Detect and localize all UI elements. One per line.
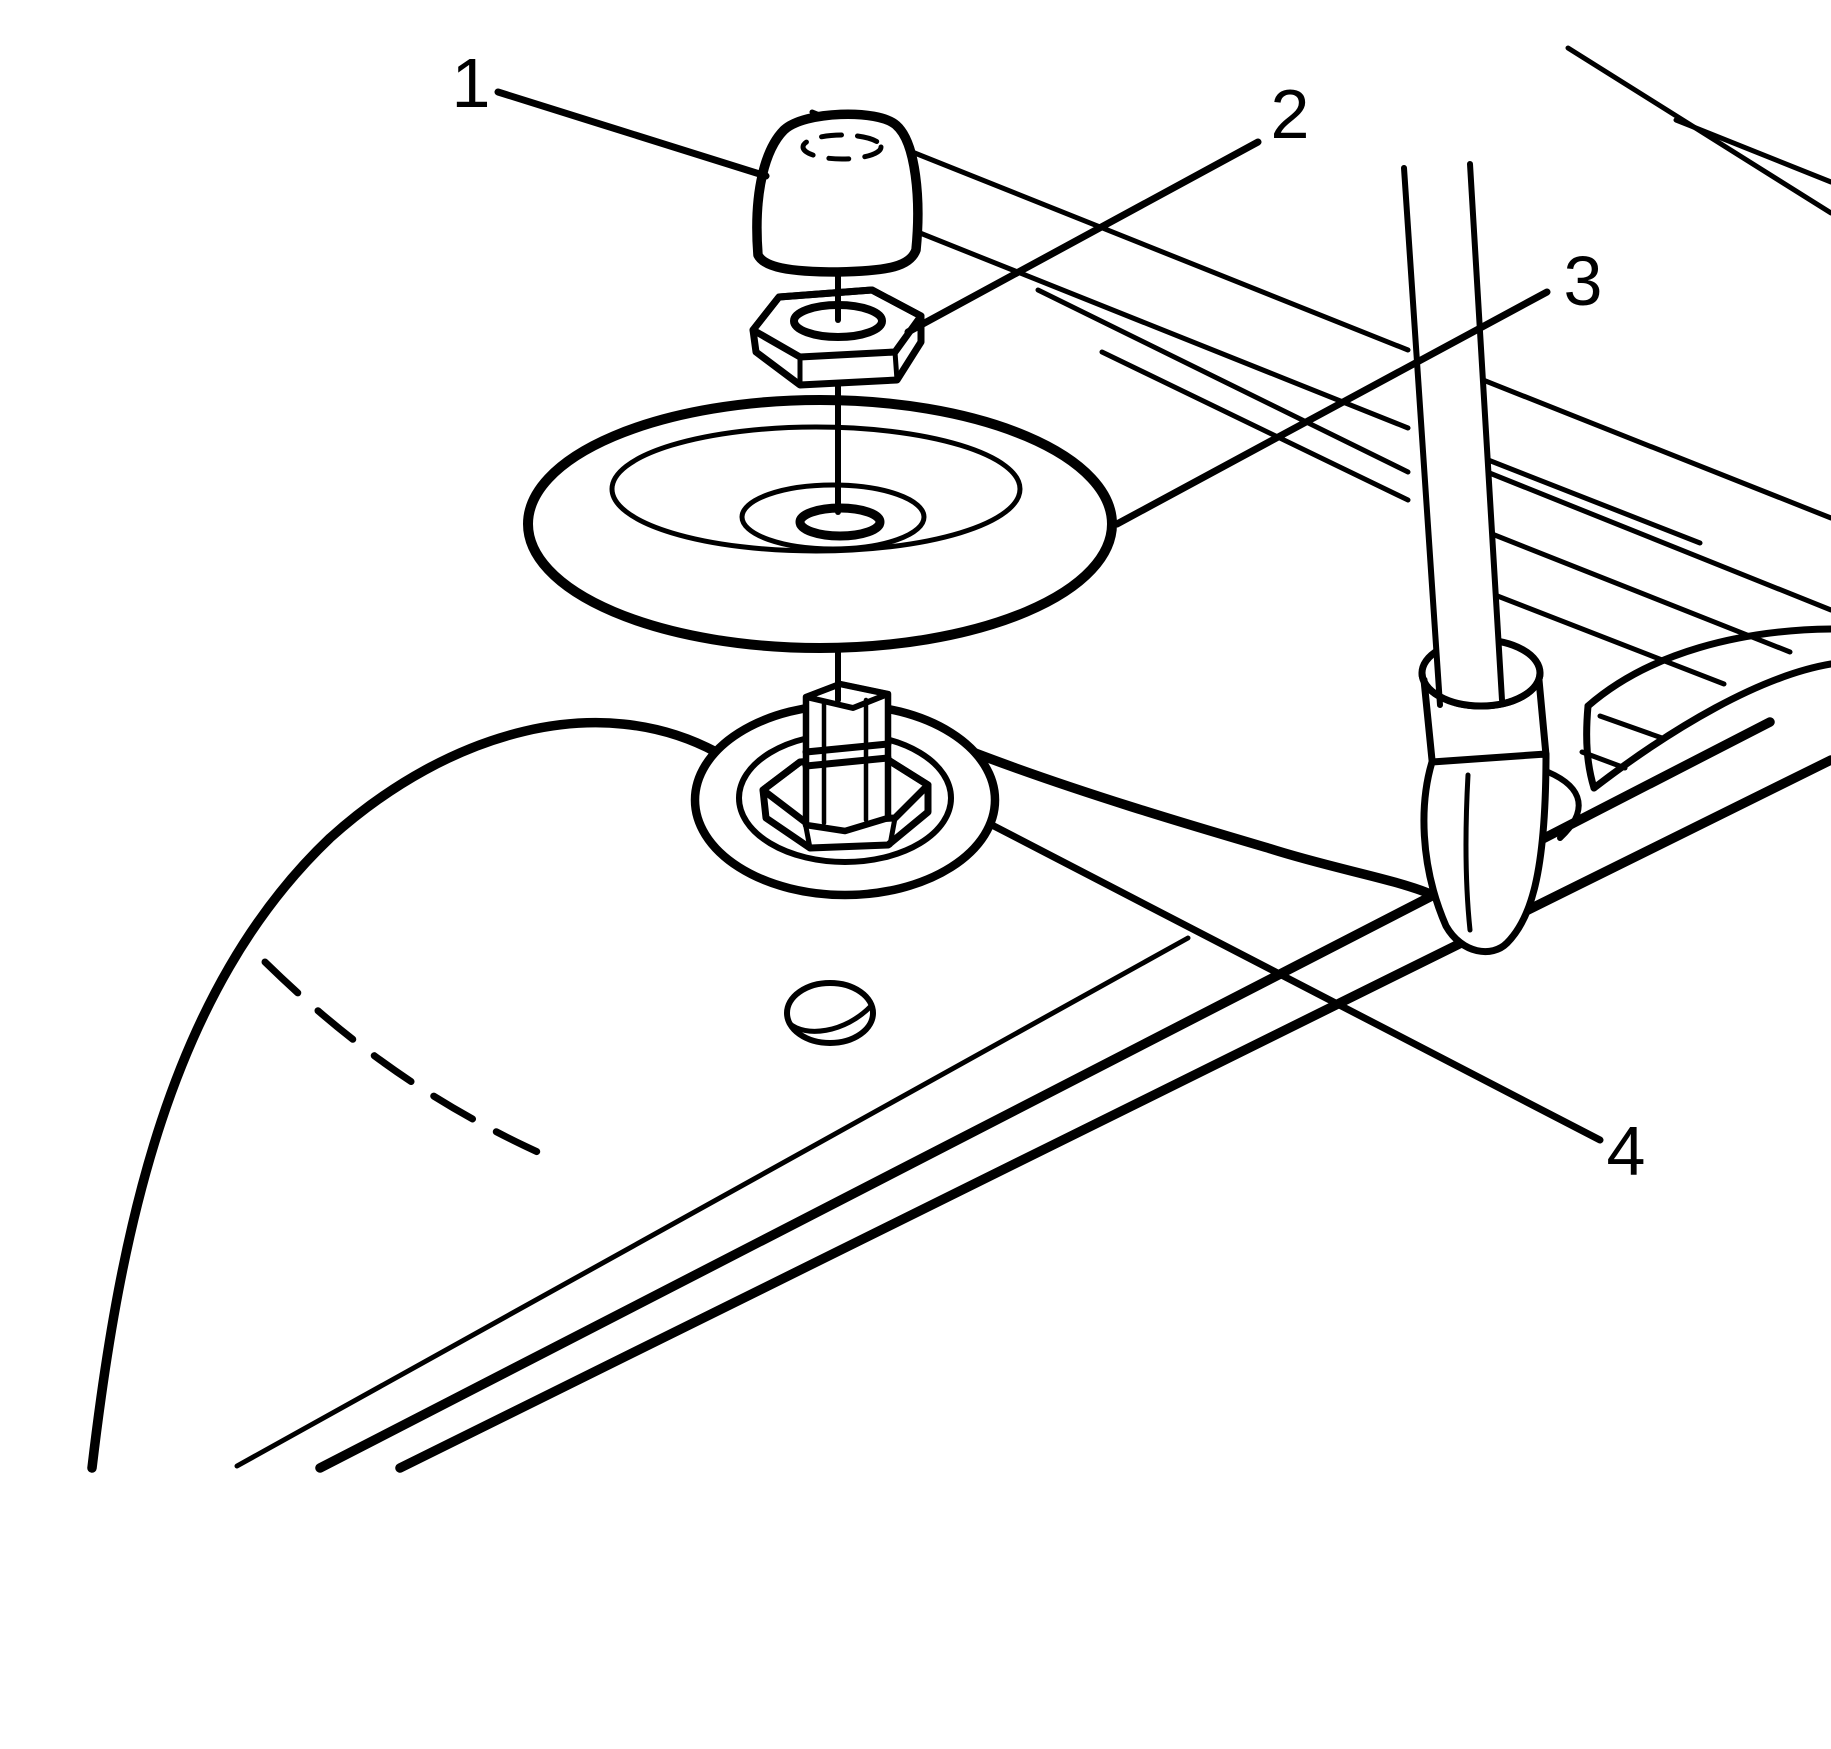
wiper-arm-rod-left-edge [1401, 165, 1443, 708]
hex-nut-edge-2 [892, 349, 900, 383]
cap-outline [752, 109, 923, 277]
cowl-panel-edge-tip [1583, 702, 1598, 792]
antenna-base-assembly [690, 645, 1000, 900]
windshield-edge-line-right-1 [1475, 375, 1831, 521]
mast-hex-nut [749, 263, 925, 389]
wiper-pivot-bracket-arc [1545, 769, 1582, 841]
callout-3-label: 3 [1564, 242, 1603, 320]
callout-2-label: 2 [1271, 75, 1310, 153]
seam-line-thin [234, 935, 1191, 1469]
wiper-pivot-side-right [1535, 676, 1550, 759]
wiper-assembly [1401, 161, 1831, 956]
fender-seam-lines [234, 717, 1831, 1473]
a-pillar-line-2 [1673, 117, 1831, 185]
cowl-panel-tick-2 [1579, 749, 1628, 771]
callout-leaders [494, 88, 1604, 1144]
cowl-hatch-line-right-1 [1479, 467, 1831, 613]
cowl-hatch-line-left-2 [1099, 349, 1411, 503]
callout-4-label: 4 [1607, 1112, 1646, 1190]
fender-drain-hole-inner-edge [786, 1003, 874, 1034]
bezel-disc [523, 381, 1117, 653]
fender [87, 717, 1433, 1473]
bezel-middle-ring [609, 424, 1023, 554]
antenna-stud-band-1 [802, 740, 892, 756]
seam-line-thick-2 [395, 755, 1831, 1473]
windshield-edge-line-left-2 [897, 222, 1411, 431]
cowl-hatch-line-right-2 [1479, 527, 1793, 655]
leader-line-1 [494, 88, 770, 180]
fender-drain-hole [784, 980, 876, 1046]
cap-top-dashed-ellipse [800, 132, 884, 162]
cowl-hatch-line-left-1 [1035, 287, 1411, 475]
base-hex-nut-edge-2 [887, 815, 898, 848]
wiper-pivot-side-left [1420, 676, 1436, 764]
mast-cap [752, 109, 923, 277]
antenna-stud-top-face [803, 681, 891, 711]
windshield-edge-line-right-2 [1475, 453, 1703, 546]
fender-character-dashed-line [261, 958, 564, 1166]
bezel-hub-ring [739, 482, 927, 552]
seam-line-thick-1 [315, 717, 1775, 1473]
callout-1-label: 1 [452, 44, 491, 122]
cowl-panel-edge-upper [1584, 625, 1831, 710]
cowl-panel-tick-1 [1597, 713, 1665, 741]
leader-line-4 [986, 820, 1604, 1144]
fender-outline-left [87, 717, 721, 1473]
body-panel-lines [809, 45, 1831, 687]
bezel-outer-rim [523, 395, 1117, 653]
leader-line-2 [904, 138, 1262, 336]
callout-labels: 1 2 3 4 [452, 44, 1646, 1190]
antenna-stud-band-2 [802, 754, 892, 770]
bezel-center-hole [795, 503, 885, 541]
cowl-hatch-line-right-3 [1479, 587, 1727, 687]
leader-line-3 [1113, 288, 1551, 528]
wiper-pivot-housing [1420, 750, 1550, 956]
fender-outline-right [970, 748, 1433, 898]
wiper-pivot-housing-crease [1463, 772, 1473, 933]
wiper-arm-rod-right-edge [1467, 161, 1505, 703]
